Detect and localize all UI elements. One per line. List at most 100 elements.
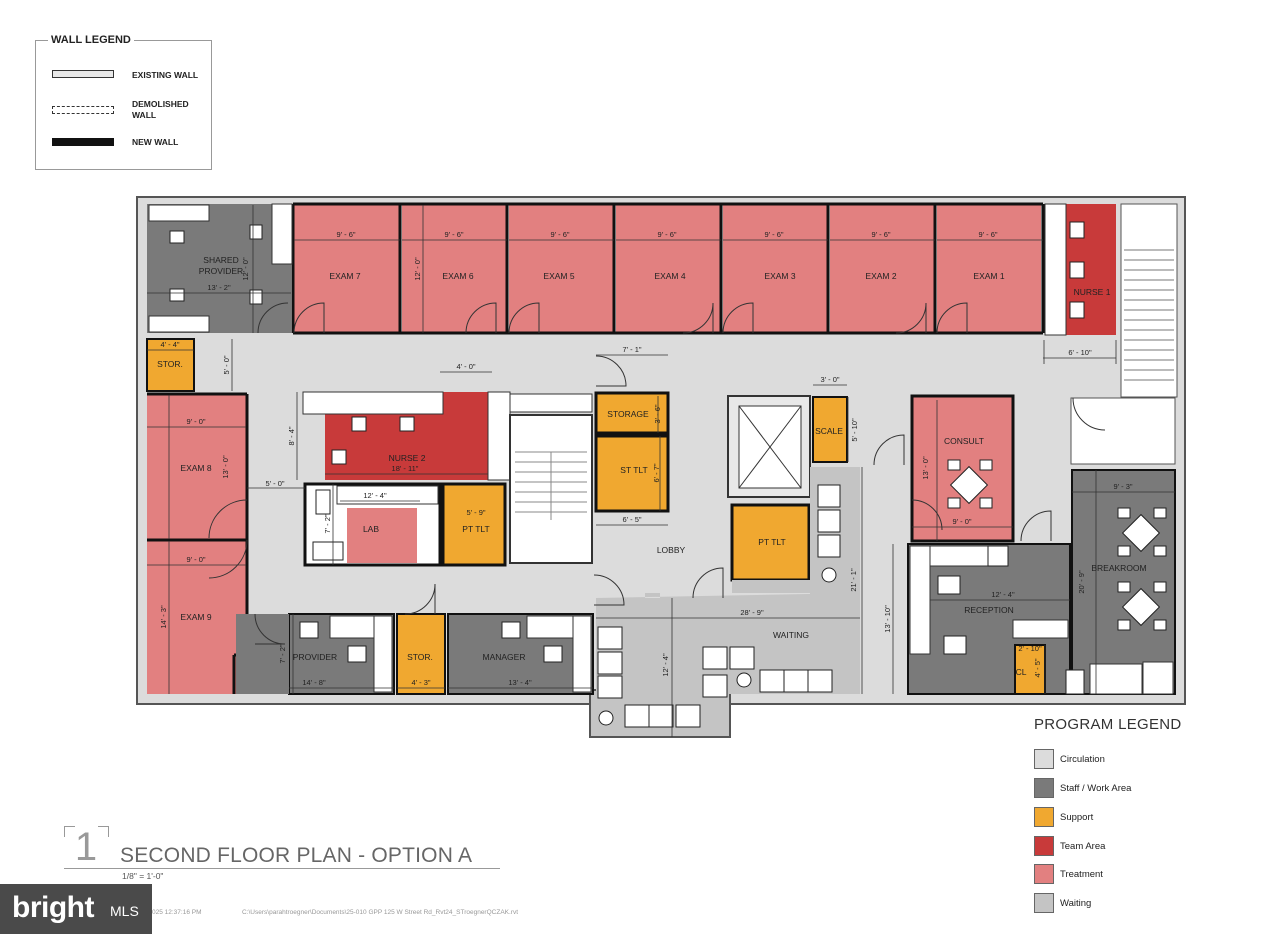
- program-legend-treatment: Treatment: [1034, 863, 1103, 885]
- breakroom-counter: [1089, 663, 1143, 695]
- label-exam-6: EXAM 6: [442, 271, 473, 281]
- label-scale: SCALE: [815, 426, 843, 436]
- circulation-label: Circulation: [1060, 753, 1105, 765]
- treatment-swatch: [1034, 864, 1054, 884]
- existing-wall-label: EXISTING WALL: [132, 70, 199, 80]
- team-swatch: [1034, 836, 1054, 856]
- dim-consult-width: 9' - 0": [952, 517, 971, 526]
- dim-stor-width: 4' - 4": [160, 340, 179, 349]
- demolished-wall-label-2: WALL: [132, 110, 157, 120]
- label-manager: MANAGER: [483, 652, 526, 662]
- dim-waiting-height: 21' - 1": [849, 568, 858, 592]
- exam-3-room: [723, 204, 827, 333]
- exam-5-room: [509, 204, 613, 333]
- dim-scale-width: 3' - 0": [820, 375, 839, 384]
- shared-provider-desk-bottom: [148, 315, 210, 333]
- label-pt-tlt-left: PT TLT: [462, 524, 489, 534]
- dim-corridor-width: 5' - 0": [265, 479, 284, 488]
- door-swings: [208, 302, 1106, 645]
- label-waiting: WAITING: [773, 630, 809, 640]
- label-exam-9: EXAM 9: [180, 612, 211, 622]
- cl-room: [1014, 644, 1046, 695]
- provider-desk-side: [373, 615, 393, 693]
- exam-7-room: [294, 204, 399, 333]
- dim-st-tlt-height: 6' - 7": [652, 463, 661, 482]
- label-stor-left: STOR.: [157, 359, 183, 369]
- east-stair-treads: [1124, 249, 1174, 381]
- dim-lab-height: 7' - 2": [323, 514, 332, 533]
- staff-label: Staff / Work Area: [1060, 782, 1132, 794]
- program-legend-circulation: Circulation: [1034, 748, 1105, 770]
- stor-left-room: [146, 338, 195, 392]
- dim-exam-8-width: 9' - 0": [186, 417, 205, 426]
- program-legend-staff: Staff / Work Area: [1034, 777, 1131, 799]
- dim-lab-width: 12' - 4": [363, 491, 387, 500]
- dim-cl-height: 4' - 5": [1033, 658, 1042, 677]
- existing-wall-swatch: [52, 70, 114, 78]
- shared-provider-desk-top: [148, 204, 210, 222]
- label-nurse-2: NURSE 2: [389, 453, 426, 463]
- print-date: 025 12:37:16 PM: [152, 909, 202, 916]
- bright-mls-logo: [0, 884, 152, 934]
- dim-exam-5-width: 9' - 6": [550, 230, 569, 239]
- drawing-number-bracket-right: [98, 826, 109, 837]
- dim-storage-height: 3' - 6": [653, 404, 662, 423]
- dim-reception-height: 13' - 10": [883, 605, 892, 633]
- dim-consult-height: 13' - 0": [921, 456, 930, 480]
- pt-tlt-left-room: [441, 482, 507, 567]
- dim-exam-1-width: 9' - 6": [978, 230, 997, 239]
- pt-tlt-center-room: [730, 503, 811, 582]
- label-shared-1: SHARED: [203, 255, 238, 265]
- label-shared-2: PROVIDER: [199, 266, 243, 276]
- east-vestibule: [1070, 397, 1176, 465]
- breakroom-table-2: [1117, 581, 1167, 631]
- dim-exam-9-width: 9' - 0": [186, 555, 205, 564]
- dim-nurse2-opening: 4' - 0": [456, 362, 475, 371]
- program-legend-waiting: Waiting: [1034, 892, 1091, 914]
- dim-nurse2-width: 18' - 11": [392, 464, 419, 473]
- label-breakroom: BREAKROOM: [1091, 563, 1146, 573]
- circulation-swatch: [1034, 749, 1054, 769]
- lab-counter: [336, 485, 439, 505]
- lab-floor: [347, 508, 417, 563]
- dim-exam-9-height: 14' - 3": [159, 605, 168, 629]
- dim-cl-width: 2' - 10": [1018, 644, 1042, 653]
- label-reception: RECEPTION: [964, 605, 1014, 615]
- program-legend-team: Team Area: [1034, 835, 1105, 857]
- label-lab: LAB: [363, 524, 379, 534]
- exam-9-room: [147, 541, 246, 694]
- provider-corner: [236, 614, 289, 694]
- label-exam-8: EXAM 8: [180, 463, 211, 473]
- nurse-1-desk: [1044, 203, 1067, 336]
- reception-counter-right: [1012, 619, 1069, 639]
- dim-exam-7-width: 9' - 6": [336, 230, 355, 239]
- breakroom-fridge: [1142, 661, 1174, 695]
- central-stair-cabinets: [509, 393, 593, 413]
- consult-room: [910, 394, 1015, 543]
- st-tlt-room: [594, 434, 670, 513]
- manager-desk-side: [572, 615, 592, 693]
- title-underline: [64, 868, 500, 869]
- logo-suffix: MLS: [110, 903, 139, 919]
- dim-provider-width: 14' - 8": [302, 678, 326, 687]
- exam-4-room: [616, 204, 720, 333]
- demolished-wall-label: DEMOLISHED WALL: [132, 99, 189, 121]
- drawing-scale: 1/8" = 1'-0": [122, 871, 164, 881]
- exam-8-room: [147, 395, 246, 539]
- support-swatch: [1034, 807, 1054, 827]
- dim-stor-height: 5' - 0": [222, 355, 231, 374]
- dim-exam-6-height: 12' - 0": [413, 257, 422, 281]
- label-st-tlt: ST TLT: [620, 465, 647, 475]
- new-wall-label: NEW WALL: [132, 137, 179, 147]
- dim-exam-4-width: 9' - 6": [657, 230, 676, 239]
- team-label: Team Area: [1060, 840, 1106, 852]
- dim-stor-bottom-width: 4' - 3": [411, 678, 430, 687]
- demolished-wall-label-1: DEMOLISHED: [132, 99, 189, 109]
- dim-nurse2-height: 8' - 4": [287, 426, 296, 445]
- dim-pt-tlt-width: 5' - 9": [466, 508, 485, 517]
- dim-st-tlt-width: 6' - 5": [622, 515, 641, 524]
- reception-counter-side: [909, 545, 931, 655]
- nurse-2-return: [487, 391, 511, 481]
- dim-reception-width: 12' - 4": [991, 590, 1015, 599]
- label-provider: PROVIDER: [293, 652, 337, 662]
